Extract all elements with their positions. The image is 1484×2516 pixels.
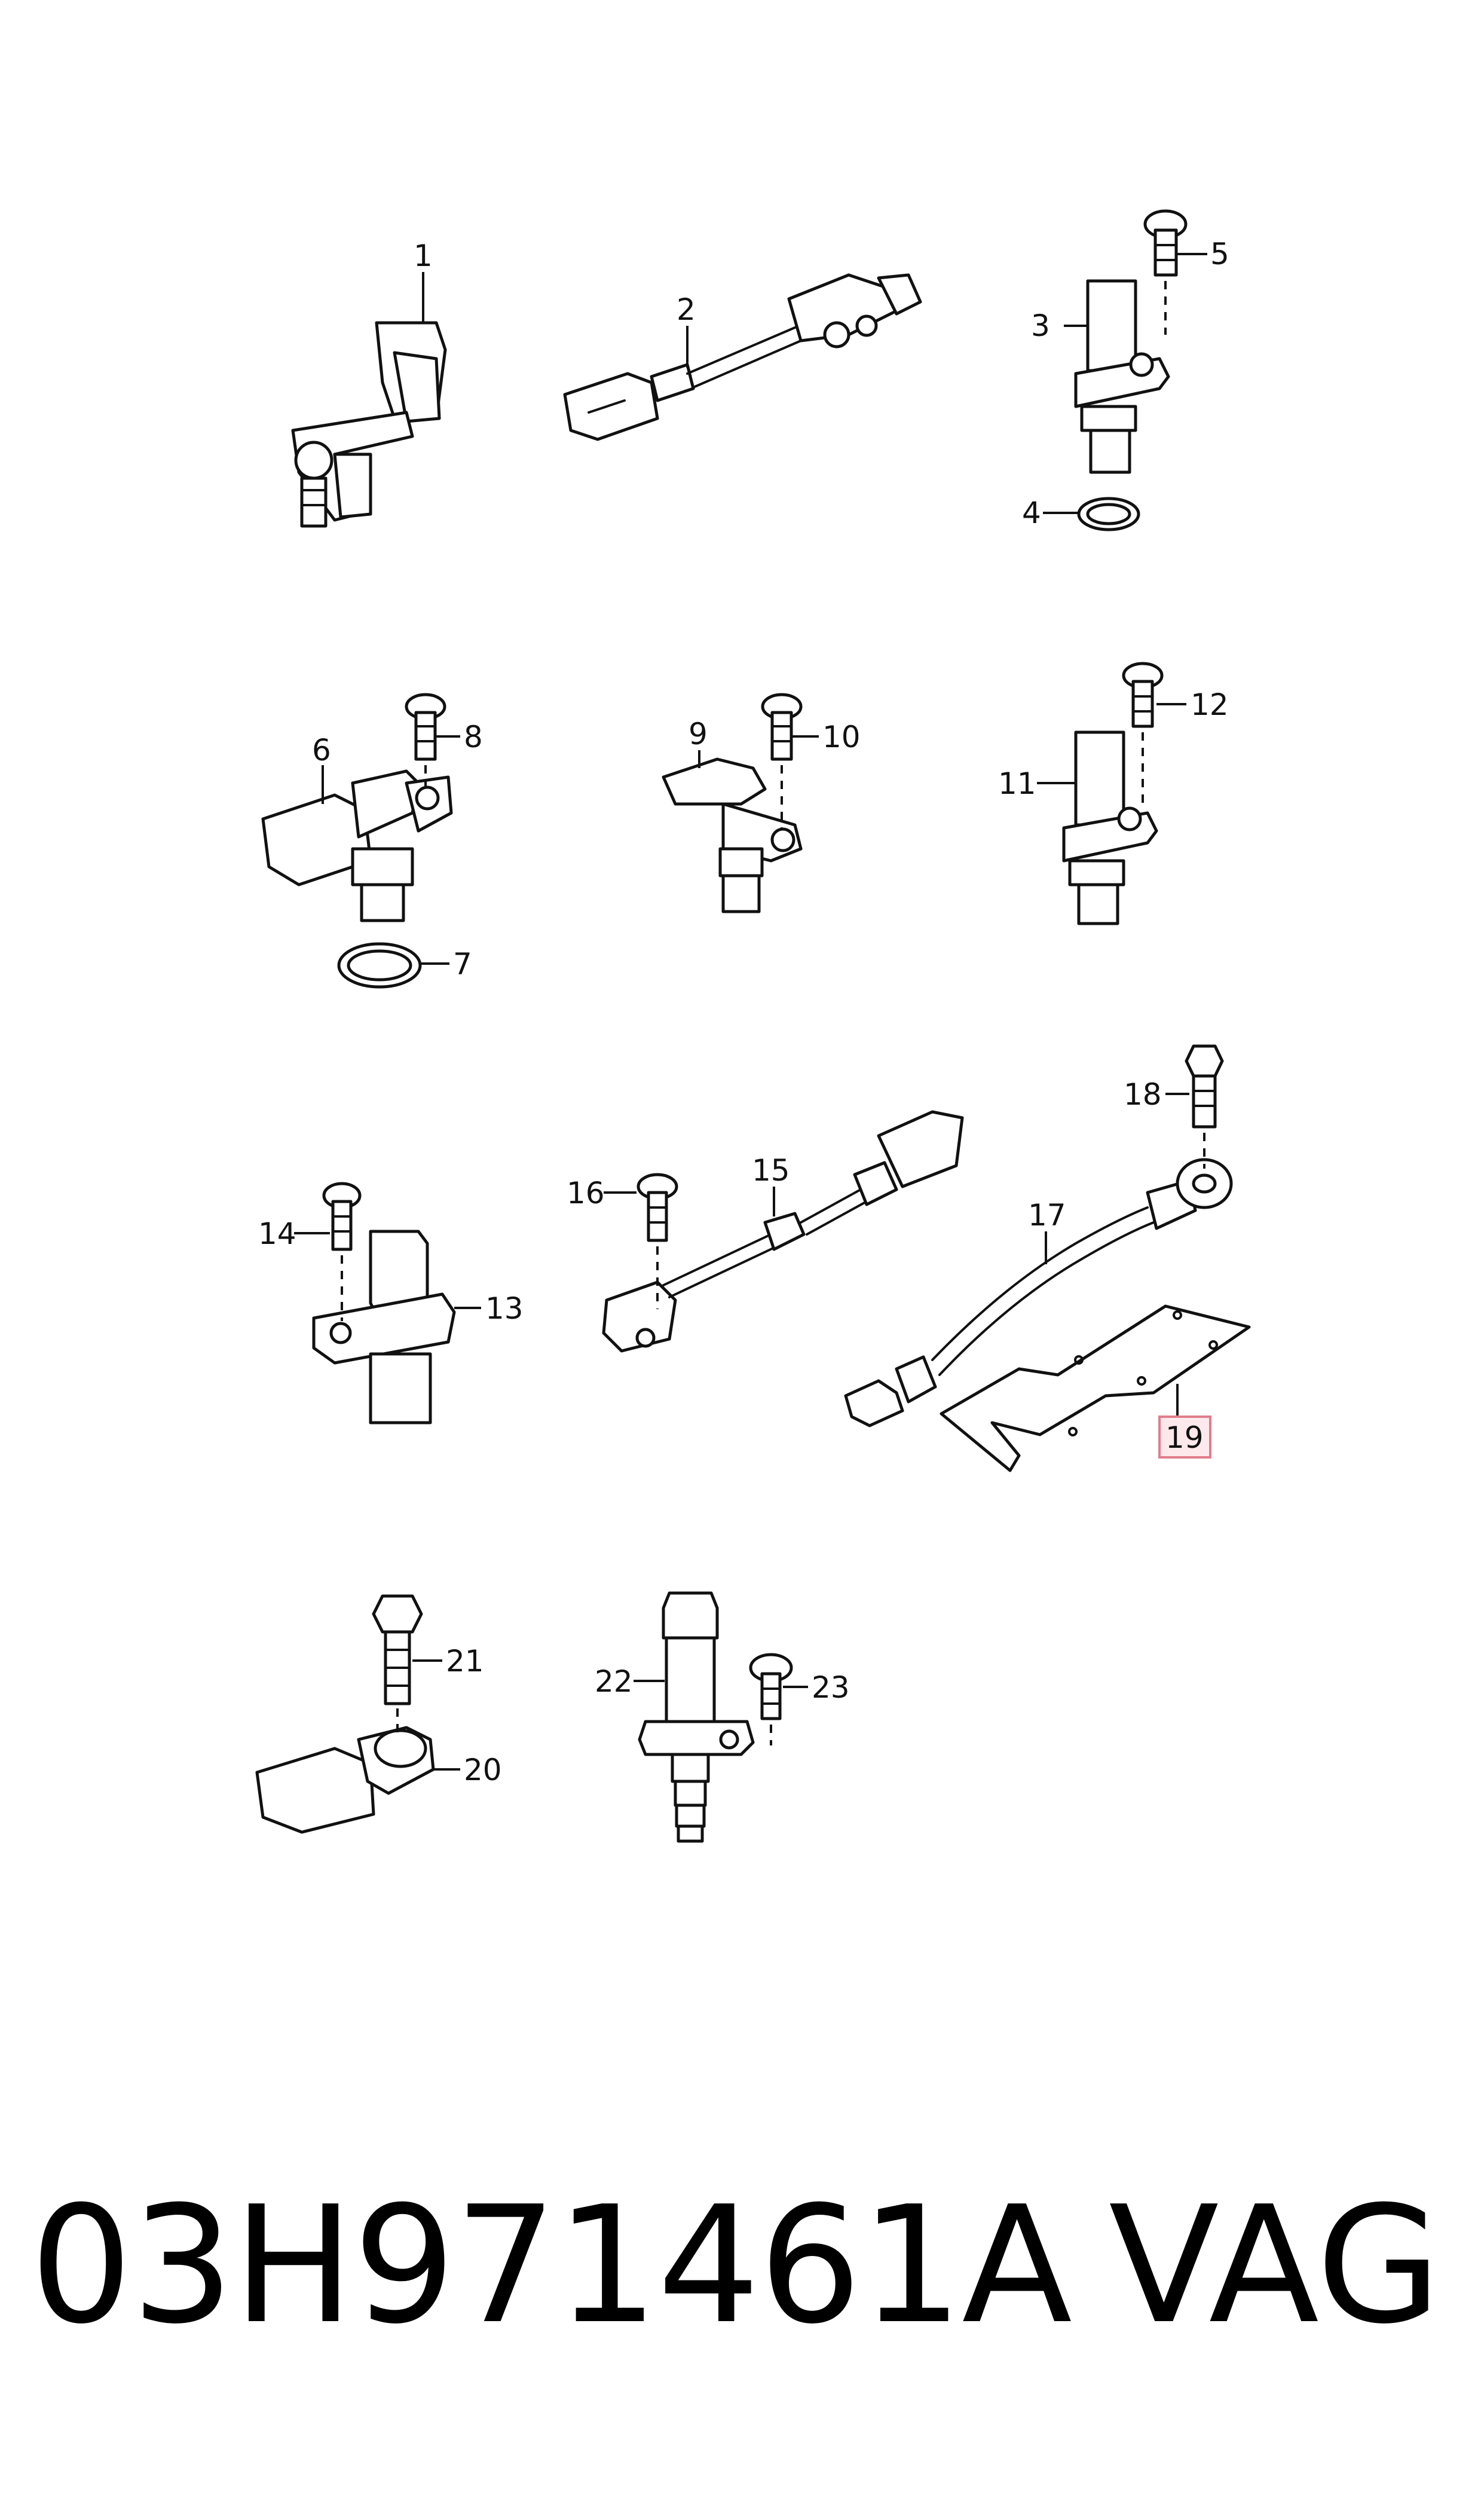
- part-12-bolt: 12: [1122, 662, 1229, 807]
- part-9-sensor: 9: [662, 717, 803, 913]
- part-3-sensor: 3: [1031, 279, 1170, 474]
- brand-name: VAG: [1109, 2171, 1442, 2359]
- callout-16: 16: [567, 1176, 605, 1210]
- part-13-sensor: 13: [312, 1230, 524, 1424]
- callout-10: 10: [822, 720, 861, 754]
- callout-7: 7: [453, 947, 472, 982]
- part-17-knock-sensor: 17: [844, 1158, 1233, 1427]
- part-22-solenoid: 22: [595, 1591, 755, 1843]
- part-2-cable-sensor: 2: [563, 273, 922, 441]
- part-4-o-ring: 4: [1022, 496, 1140, 531]
- callout-20: 20: [464, 1753, 502, 1787]
- callout-3: 3: [1031, 308, 1050, 343]
- part-number: 03H971461A: [30, 2171, 1072, 2359]
- callout-4: 4: [1022, 496, 1041, 530]
- callout-17: 17: [1028, 1198, 1066, 1233]
- callout-2: 2: [677, 292, 696, 327]
- callout-15: 15: [752, 1153, 790, 1188]
- callout-12: 12: [1191, 687, 1229, 722]
- callout-21: 21: [446, 1644, 484, 1679]
- callout-19: 19: [1165, 1420, 1204, 1455]
- callout-18: 18: [1124, 1077, 1162, 1112]
- callout-9: 9: [689, 717, 708, 751]
- part-14-bolt: 14: [258, 1182, 362, 1321]
- part-18-bolt: 18: [1124, 1044, 1224, 1169]
- part-10-bolt: 10: [761, 693, 861, 828]
- callout-22: 22: [595, 1664, 633, 1699]
- part-6-sensor: 6: [261, 733, 453, 922]
- part-11-sensor: 11: [998, 730, 1158, 925]
- callout-13: 13: [485, 1291, 524, 1326]
- part-23-bolt: 23: [749, 1653, 850, 1745]
- part-5-bolt: 5: [1143, 209, 1229, 335]
- callout-5: 5: [1210, 237, 1229, 271]
- part-8-bolt: 8: [405, 693, 483, 788]
- callout-8: 8: [464, 720, 483, 754]
- part-1-sensor: 1: [291, 239, 447, 528]
- footer: 03H971461A VAG: [0, 2176, 1484, 2355]
- callout-1: 1: [414, 239, 433, 273]
- highlight-box: [1158, 1416, 1211, 1459]
- part-16-bolt: 16: [567, 1173, 678, 1309]
- part-15-cable-sensor: 15: [602, 1110, 964, 1353]
- part-21-bolt: 21: [372, 1594, 484, 1734]
- part-20-sensor: 20: [255, 1726, 502, 1834]
- callout-14: 14: [258, 1216, 296, 1251]
- callout-11: 11: [998, 766, 1036, 801]
- part-19-heat-shield: 19: [940, 1304, 1251, 1472]
- callout-23: 23: [812, 1670, 850, 1705]
- part-7-o-ring: 7: [337, 942, 472, 989]
- callout-6: 6: [312, 733, 331, 768]
